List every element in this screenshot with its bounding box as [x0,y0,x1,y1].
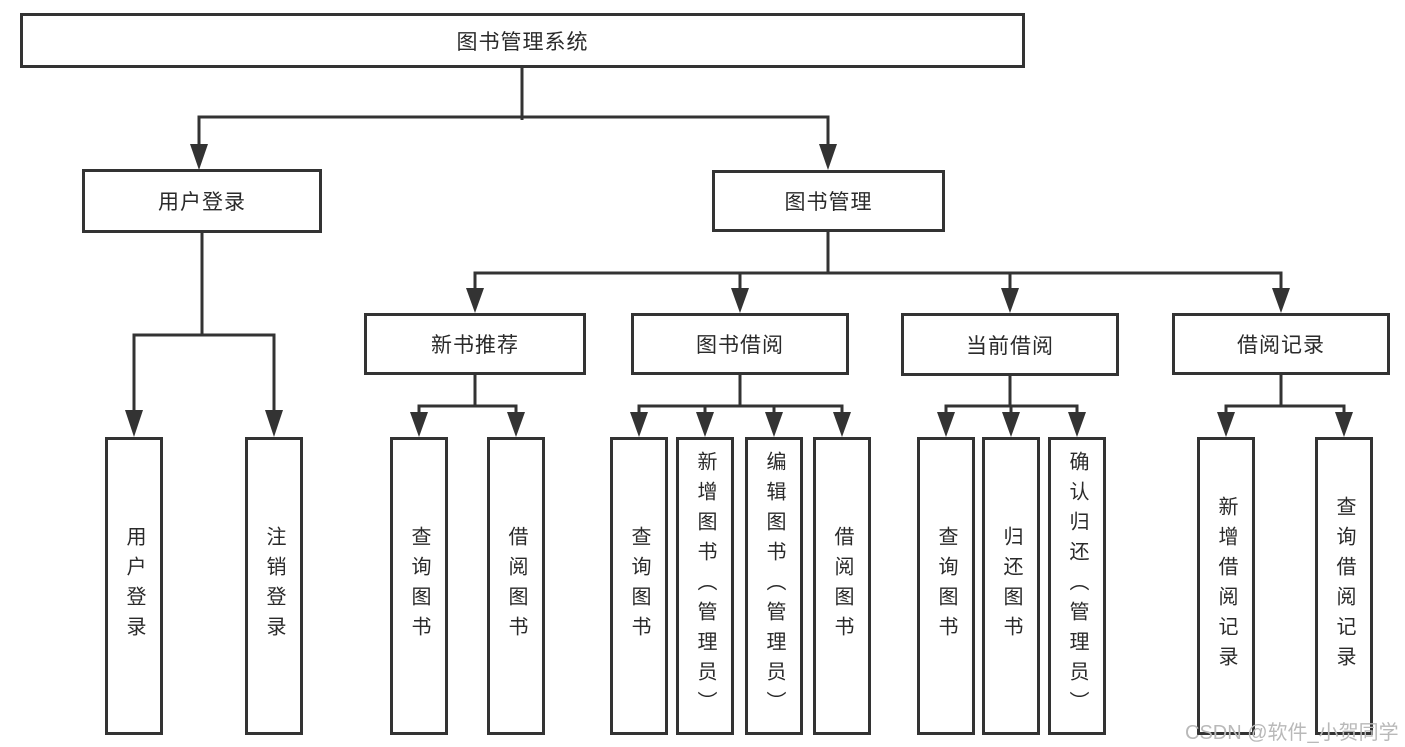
leaf-query-books-current: 查询图书 [917,437,975,735]
edge-root-to-level2 [190,68,837,170]
edge-book-management-to-level3 [466,232,1290,313]
leaf-return-books: 归还图书 [982,437,1040,735]
node-label: 归还图书 [1000,526,1022,646]
leaf-borrow-books-borrowing: 借阅图书 [813,437,871,735]
node-label: 查询图书 [628,526,650,646]
leaf-query-books-recommend: 查询图书 [390,437,448,735]
edge-new-book-recommendation-to-leaves [410,375,525,437]
node-borrowing-records: 借阅记录 [1172,313,1390,375]
node-label: 确认归还（管理员） [1066,451,1088,721]
node-label: 新增借阅记录 [1215,496,1237,676]
leaf-add-books-admin: 新增图书（管理员） [676,437,734,735]
node-label: 新增图书（管理员） [694,451,716,721]
node-label: 借阅图书 [831,526,853,646]
node-book-borrowing: 图书借阅 [631,313,849,375]
leaf-borrow-books-recommend: 借阅图书 [487,437,545,735]
node-label: 用户登录 [158,191,246,214]
edge-current-borrowing-to-leaves [937,376,1086,437]
leaf-add-borrow-record: 新增借阅记录 [1197,437,1255,735]
edge-book-borrowing-to-leaves [630,375,851,437]
leaf-edit-books-admin: 编辑图书（管理员） [745,437,803,735]
watermark-text: CSDN @软件_小贺同学 [1185,722,1399,744]
node-user-login: 用户登录 [82,169,322,233]
node-label: 新书推荐 [431,334,519,357]
node-label: 当前借阅 [966,334,1054,358]
node-label: 借阅图书 [505,526,527,646]
node-label: 用户登录 [123,526,145,646]
node-label: 图书管理 [784,191,873,214]
node-label: 查询图书 [935,526,957,646]
node-label: 注销登录 [263,526,285,646]
leaf-confirm-return-admin: 确认归还（管理员） [1048,437,1106,735]
node-new-book-recommendation: 新书推荐 [364,313,586,375]
node-current-borrowing: 当前借阅 [901,313,1119,376]
leaf-user-login: 用户登录 [105,437,163,735]
node-label: 编辑图书（管理员） [763,451,785,721]
node-label: 图书借阅 [696,334,784,357]
leaf-query-books-borrowing: 查询图书 [610,437,668,735]
node-label: 查询借阅记录 [1333,496,1355,676]
edge-borrowing-records-to-leaves [1217,375,1353,437]
node-library-management-system: 图书管理系统 [20,13,1025,68]
node-label: 查询图书 [408,526,430,646]
node-book-management: 图书管理 [712,170,945,232]
leaf-logout: 注销登录 [245,437,303,735]
node-label: 图书管理系统 [456,30,589,54]
leaf-query-borrow-record: 查询借阅记录 [1315,437,1373,735]
node-label: 借阅记录 [1237,334,1325,357]
edge-user-login-to-leaves [125,233,283,437]
